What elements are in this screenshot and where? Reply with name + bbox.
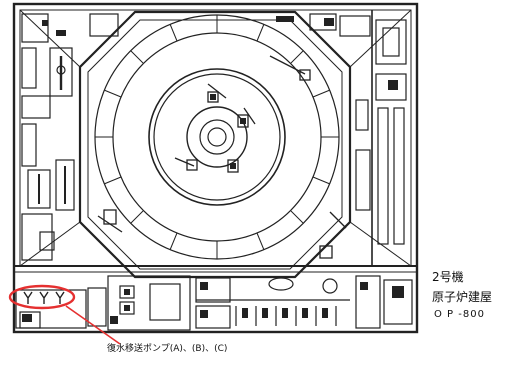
pedestal-ring xyxy=(148,68,286,206)
pump-callout-label: 復水移送ポンプ(A)、(B)、(C) xyxy=(107,344,228,354)
octagon-outer xyxy=(78,10,352,279)
building-label: 原子炉建屋 xyxy=(432,290,493,304)
unit-label: 2号機 xyxy=(432,270,464,284)
inner-wall xyxy=(19,9,412,267)
pump-highlight-ellipse xyxy=(8,284,76,310)
callout-leader-line xyxy=(65,305,121,345)
octagon-inner xyxy=(87,19,343,270)
solid-equipment xyxy=(22,16,404,324)
vessel-ring xyxy=(186,106,248,168)
outer-wall xyxy=(12,2,419,334)
condensate-pump-symbols xyxy=(23,291,65,304)
radial-partitions xyxy=(95,15,339,259)
equipment-marks xyxy=(97,55,347,259)
floor-level-label: O P -800 xyxy=(434,309,485,320)
